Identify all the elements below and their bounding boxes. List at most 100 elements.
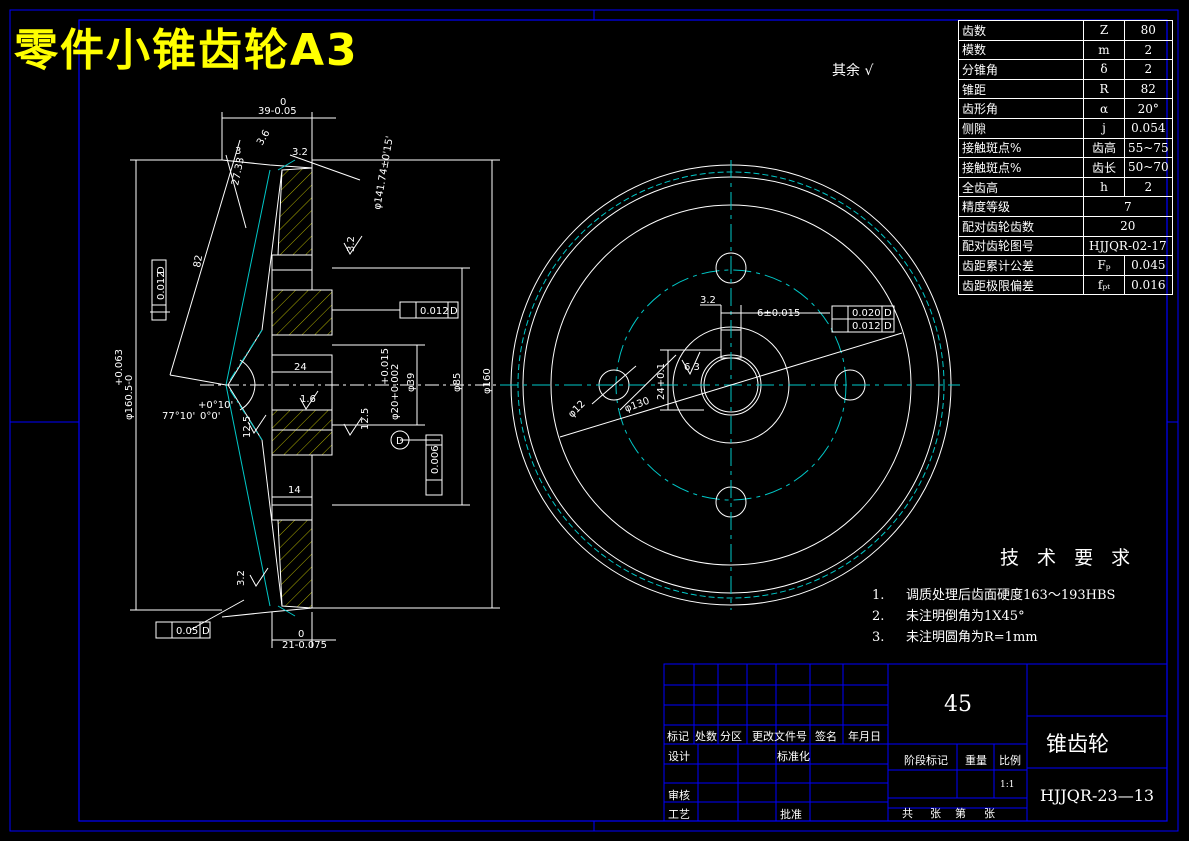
- dim-82: 82: [192, 254, 205, 268]
- dim-20-tol: +0.015: [380, 348, 391, 385]
- section-view: [130, 112, 500, 648]
- list-item: 3.未注明圆角为R=1mm: [872, 630, 1038, 645]
- part-name: 锥齿轮: [1046, 732, 1109, 756]
- roughness-icon: √: [864, 63, 874, 79]
- tol-frame-3: 0.006: [430, 445, 441, 474]
- datum-d: D: [396, 436, 404, 447]
- dim-12: φ12: [566, 399, 587, 420]
- dim-85: φ85: [452, 373, 463, 392]
- surface-note-text: 其余: [832, 63, 860, 79]
- hatch-lower-hub: [271, 409, 333, 456]
- title-block-lines: [663, 663, 1168, 822]
- dim-angle-tol2: 0°0': [200, 411, 220, 422]
- tol-frame-4-d: D: [202, 626, 210, 637]
- label-qianming: 签名: [815, 730, 837, 743]
- front-view: [500, 160, 960, 610]
- label-zhang1: 张: [930, 807, 941, 820]
- label-gongyi: 工艺: [668, 808, 690, 821]
- label-pizhun: 批准: [780, 808, 802, 821]
- tol-frame-1-d: D: [156, 266, 167, 274]
- tol-frame-1: 0.012: [156, 271, 167, 300]
- dim-20: φ20+0.002: [390, 364, 401, 420]
- tol-012-d: D: [884, 321, 892, 332]
- hatch-lower: [277, 519, 313, 609]
- tol-020-d: D: [884, 308, 892, 319]
- dim-241: 24+0.1: [656, 363, 667, 400]
- dim-36: 3.6: [255, 128, 272, 147]
- label-shenhe: 审核: [668, 789, 690, 802]
- scale-value: 1:1: [1000, 780, 1015, 790]
- dim-16: 1.6: [300, 394, 316, 405]
- tol-frame-4: 0.05: [176, 626, 198, 637]
- dim-21-top: 0: [298, 629, 304, 640]
- dim-39b: φ39: [406, 373, 417, 392]
- dim-6: 6±0.015: [757, 308, 800, 319]
- tol-frame-2-d: D: [450, 306, 458, 317]
- label-gong: 共: [902, 807, 913, 820]
- list-item: 1.调质处理后齿面硬度163～193HBS: [872, 588, 1116, 603]
- tol-frame-2: 0.012: [420, 306, 449, 317]
- dimension-labels: 39-0.05 0 27.33 3.6 3.2 3 φ141.74±0'15' …: [114, 97, 892, 651]
- dim-14: 14: [288, 485, 301, 496]
- dim-160a: φ160.5-0: [124, 375, 135, 420]
- label-sheji: 设计: [668, 750, 690, 763]
- tech-requirements-title: 技 术 要 求: [1000, 547, 1137, 569]
- dim-160-tol: +0.063: [114, 349, 125, 386]
- dim-21: 21-0.075: [282, 640, 327, 651]
- dim-125b: 12.5: [242, 416, 253, 438]
- hatch-upper-hub: [271, 289, 333, 336]
- drawing-number: HJJQR-23—13: [1040, 786, 1155, 805]
- dim-125a: 12.5: [360, 408, 371, 430]
- tech-requirements-list: 1.调质处理后齿面硬度163～193HBS 2.未注明倒角为1X45° 3.未注…: [872, 584, 1115, 647]
- label-fenqu: 分区: [720, 730, 742, 743]
- label-bili: 比例: [999, 754, 1021, 767]
- dim-32b: 3.2: [236, 570, 247, 586]
- label-nianyueri: 年月日: [848, 730, 881, 743]
- dim-63: 6.3: [684, 362, 700, 373]
- dim-39: 39-0.05: [258, 106, 297, 117]
- label-zhang2: 张: [984, 807, 995, 820]
- dim-32-top: 3.2: [292, 147, 308, 158]
- dim-angle: 77°10': [162, 411, 195, 422]
- dim-160b: φ160: [482, 368, 493, 394]
- dim-130: φ130: [623, 396, 651, 415]
- drawing-title: 零件小锥齿轮A3: [14, 25, 359, 76]
- label-chushu: 处数: [695, 730, 717, 743]
- tol-012: 0.012: [852, 321, 881, 332]
- label-biaoji: 标记: [667, 730, 689, 743]
- label-biaozhunhua: 标准化: [777, 750, 810, 763]
- hatch-upper: [277, 167, 313, 256]
- label-jieduan: 阶段标记: [904, 754, 948, 767]
- label-zhongliang: 重量: [965, 754, 987, 767]
- dim-3: 3: [235, 146, 241, 157]
- material: 45: [944, 692, 972, 717]
- dim-32a: 3.2: [346, 236, 357, 252]
- list-item: 2.未注明倒角为1X45°: [872, 609, 1025, 624]
- drawing-border: [9, 9, 1179, 832]
- dim-phi141: φ141.74±0'15': [372, 135, 396, 210]
- tol-020: 0.020: [852, 308, 881, 319]
- label-gengwen: 更改文件号: [752, 730, 807, 743]
- dim-24: 24: [294, 362, 307, 373]
- label-di: 第: [955, 807, 966, 820]
- surface-note: 其余 √: [832, 60, 873, 80]
- dim-39-top: 0: [280, 97, 286, 108]
- dim-32c: 3.2: [700, 295, 716, 306]
- dim-angle-tol: +0°10': [198, 400, 233, 411]
